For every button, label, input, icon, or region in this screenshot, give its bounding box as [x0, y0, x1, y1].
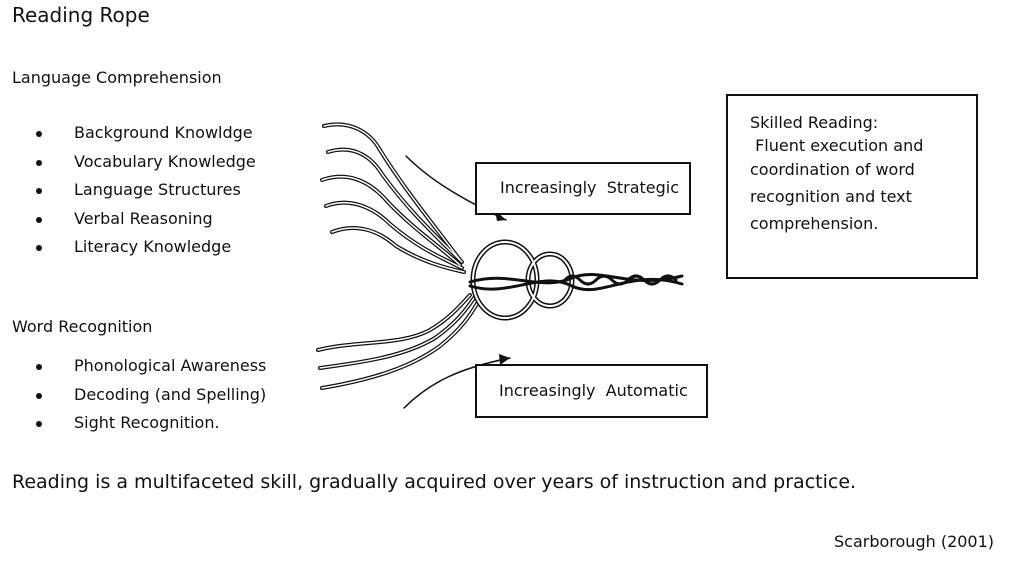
list-item-label: Language Structures — [74, 180, 241, 199]
bullet-icon — [36, 392, 42, 399]
list-item-label: Background Knowldge — [74, 123, 253, 142]
bullet-icon — [36, 245, 42, 251]
skilled-reading-line: Skilled Reading: — [750, 113, 879, 132]
summary-text: Reading is a multifaceted skill, gradual… — [12, 471, 857, 493]
list-item-label: Phonological Awareness — [74, 356, 267, 375]
word-recognition-heading: Word Recognition — [12, 317, 153, 336]
list-item-label: Sight Recognition. — [74, 413, 220, 432]
skilled-reading-line: comprehension. — [750, 214, 879, 233]
skilled-reading-line: coordination of word — [750, 160, 915, 179]
citation: Scarborough (2001) — [834, 532, 995, 551]
language-comprehension-heading: Language Comprehension — [12, 68, 222, 87]
braided-tail — [468, 273, 684, 292]
page-title: Reading Rope — [12, 3, 150, 27]
automatic-label-box: Increasingly Automatic — [475, 364, 708, 418]
list-item-label: Verbal Reasoning — [74, 208, 213, 228]
list-item-label: Vocabulary Knowledge — [74, 151, 256, 171]
skilled-reading-line: Fluent execution and — [750, 136, 924, 155]
bullet-icon — [36, 364, 42, 370]
bullet-icon — [36, 159, 42, 166]
skilled-reading-box: Skilled Reading: Fluent execution and co… — [726, 94, 978, 279]
bullet-icon — [36, 131, 42, 137]
bullet-icon — [36, 216, 42, 223]
automatic-label: Increasingly Automatic — [499, 381, 688, 400]
list-item-label: Decoding (and Spelling) — [74, 384, 267, 404]
strategic-label-box: Increasingly Strategic — [475, 162, 691, 215]
strategic-label: Increasingly Strategic — [500, 178, 680, 197]
skilled-reading-line: recognition and text — [750, 187, 912, 206]
list-item-label: Literacy Knowledge — [74, 237, 232, 256]
bullet-icon — [36, 421, 42, 427]
bullet-icon — [36, 188, 42, 194]
curved-arrow-icon — [403, 357, 511, 409]
rope-illustration — [316, 122, 684, 409]
arrow-head-icon — [499, 354, 510, 365]
